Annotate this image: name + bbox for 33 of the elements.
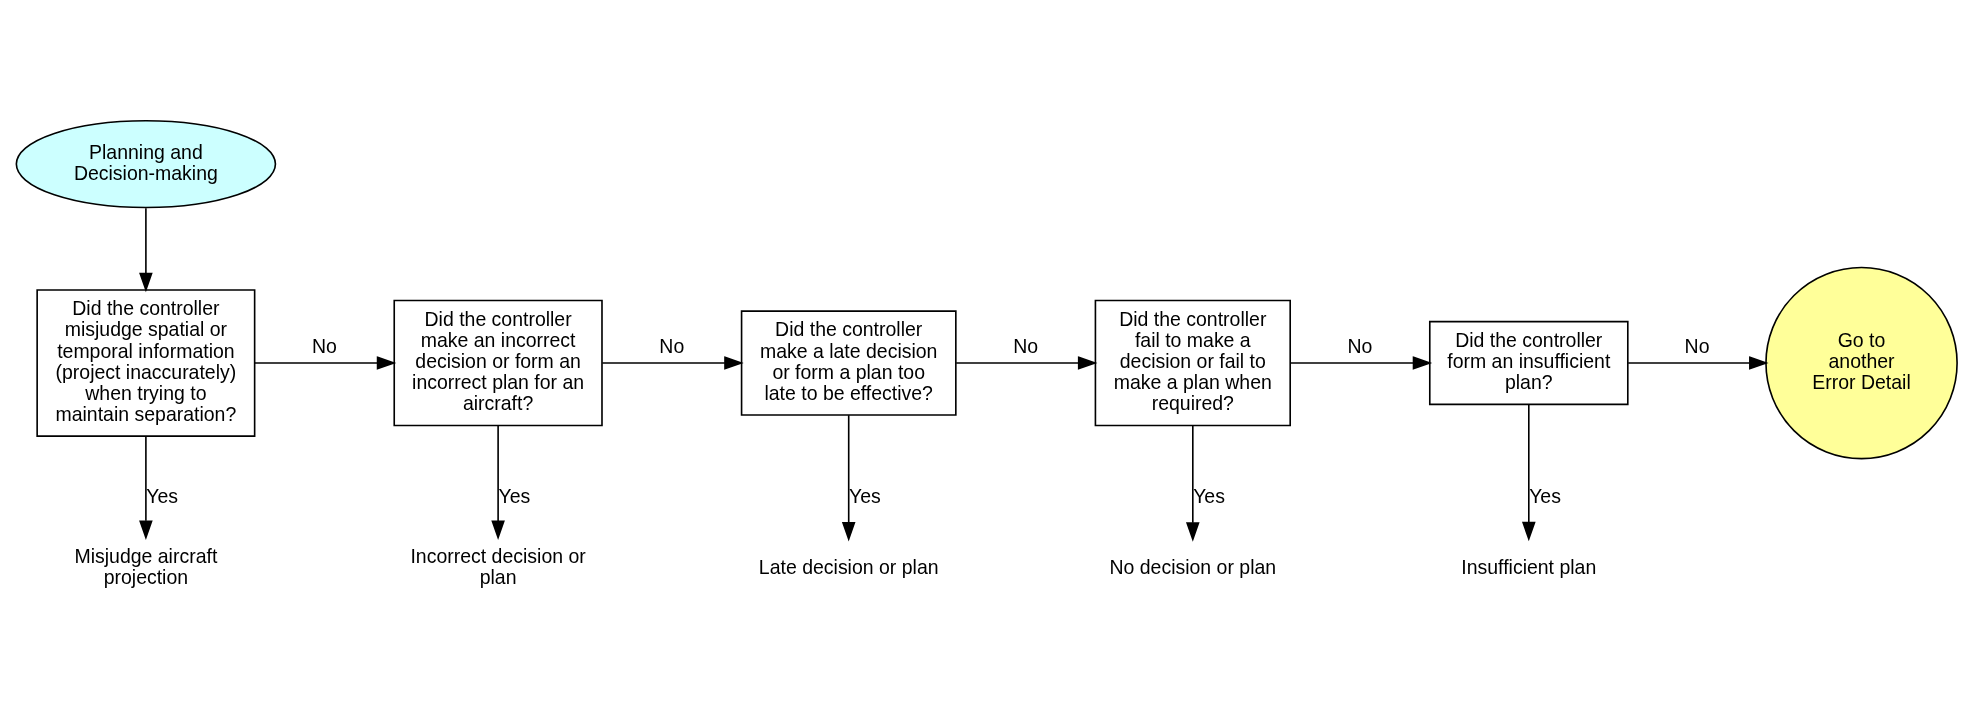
edge-label: No: [311, 334, 337, 357]
arrow: [1186, 424, 1200, 542]
edge-label: No: [659, 334, 685, 357]
node-box: Did the controller form an insufficient plan?: [1428, 320, 1629, 405]
edge-label: Yes: [498, 484, 531, 507]
edge-label: No: [1347, 334, 1373, 357]
arrow: [254, 355, 397, 370]
node-text: Insufficient plan: [1461, 555, 1597, 578]
arrow: [955, 355, 1098, 370]
arrow: [601, 355, 744, 370]
node-text: Misjudge aircraft projection: [74, 544, 218, 588]
arrow: [139, 435, 153, 540]
arrow: [841, 413, 856, 541]
edge-label: Yes: [1529, 484, 1561, 507]
node-ellipse: Planning and Decision-making: [15, 119, 277, 208]
edge-label: Yes: [1193, 484, 1225, 507]
node-text: Late decision or plan: [758, 555, 939, 578]
edge-label: Yes: [849, 484, 881, 507]
arrow: [1521, 403, 1536, 541]
node-text: No decision or plan: [1109, 555, 1277, 578]
arrow: [1627, 355, 1769, 370]
node-box: Did the controller make an incorrect decision or form an incorrect plan for an aircraft?: [393, 299, 603, 426]
arrow: [139, 206, 153, 292]
node-text: Incorrect decision or plan: [410, 544, 586, 588]
edge-label: No: [1684, 334, 1710, 357]
node-box: Did the controller make a late decision or form a plan too late to be effective?: [740, 309, 957, 416]
node-box: Did the controller fail to make a decision or fail to make a plan when required?: [1094, 299, 1291, 426]
arrow: [491, 424, 505, 540]
node-circle: Go to another Error Detail: [1765, 266, 1958, 459]
edge-label: Yes: [146, 484, 179, 507]
node-box: Did the controller misjudge spatial or temporal information (project inaccurately) when trying to maintain separation?: [36, 288, 256, 437]
arrow: [1289, 355, 1433, 370]
edge-label: No: [1013, 334, 1039, 357]
